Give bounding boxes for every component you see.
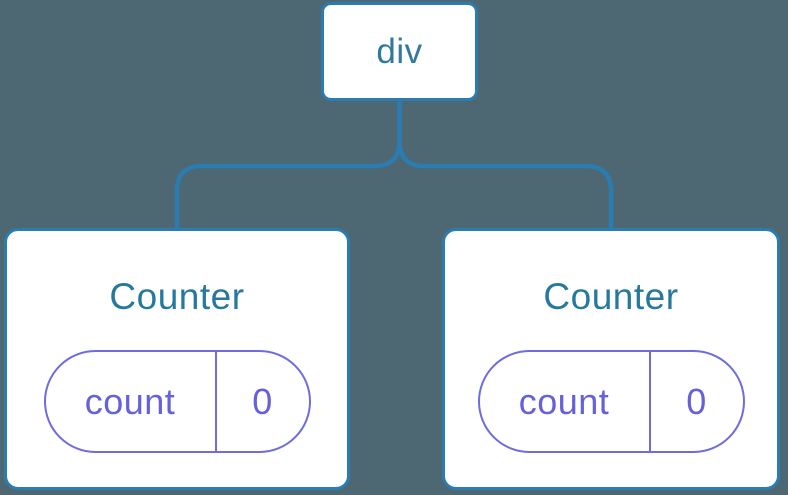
state-value-cell: 0	[651, 352, 743, 451]
state-key-cell: count	[46, 352, 217, 451]
component-name: Counter	[543, 276, 679, 317]
state-value-cell: 0	[217, 352, 309, 451]
root-node-label: div	[376, 31, 423, 71]
component-name: Counter	[109, 276, 245, 317]
state-value-label: 0	[686, 380, 707, 422]
counter-card-right: Counter count 0	[442, 228, 780, 490]
connector-root-to-right-counter	[397, 95, 614, 230]
state-value-label: 0	[252, 380, 273, 422]
connector-root-to-left-counter	[174, 95, 402, 230]
state-key-label: count	[84, 380, 176, 422]
state-key-label: count	[518, 380, 610, 422]
state-pill: count 0	[43, 350, 311, 453]
state-pill: count 0	[477, 350, 745, 453]
counter-card-left: Counter count 0	[4, 228, 350, 490]
state-key-cell: count	[480, 352, 651, 451]
root-node: div	[321, 2, 478, 101]
